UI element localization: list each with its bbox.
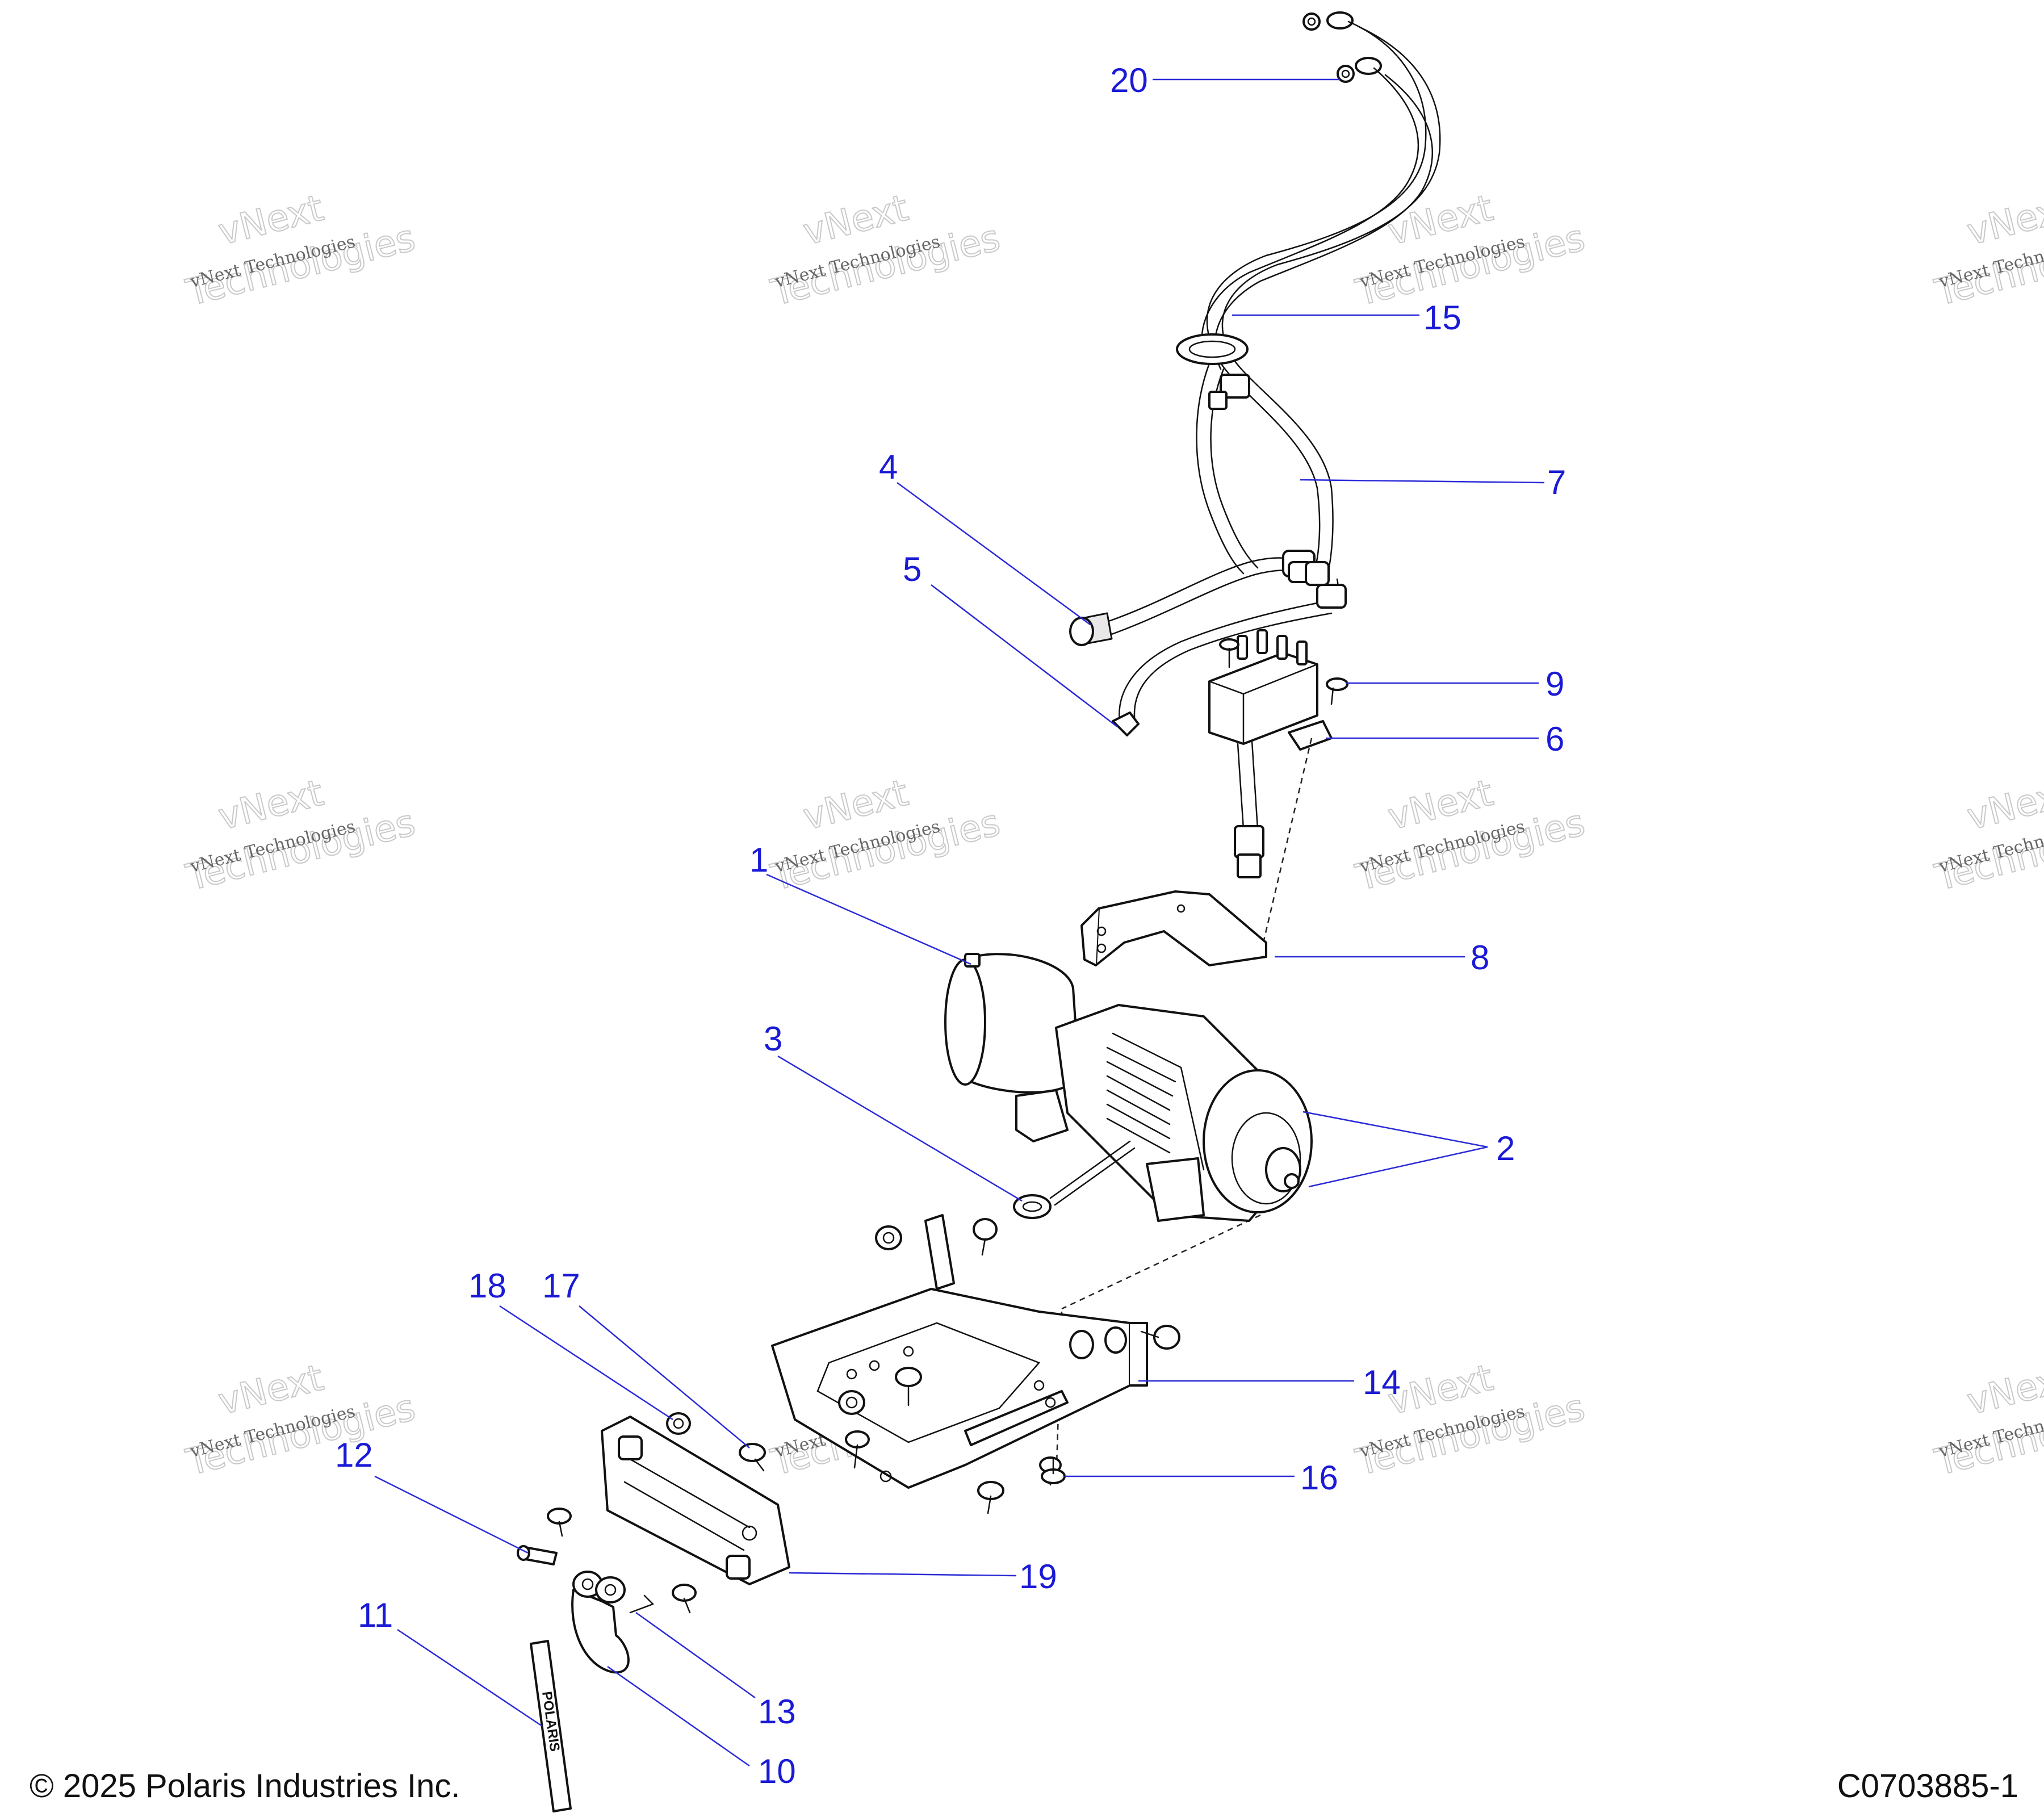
part-18-nut [666,1412,691,1435]
part-1-winch [944,953,1313,1222]
part-5-cable [1112,561,1347,736]
callout-12: 12 [335,1436,373,1474]
part-7-cable-harness [1196,20,1441,580]
watermark: vNext Technologies vNext Technologies [1351,772,1590,900]
callout-1: 1 [749,841,768,879]
svg-text:vNext: vNext [1963,1357,2044,1424]
part-11-polaris-plate: POLARIS [530,1640,572,1812]
callout-2: 2 [1496,1129,1515,1167]
leader-7 [1300,479,1545,484]
callout-20: 20 [1110,61,1148,99]
callout-4: 4 [879,448,898,486]
leader-5 [931,584,1118,727]
callout-11: 11 [358,1596,393,1634]
part-20-terminal-nuts [1302,11,1382,83]
leader-17 [579,1305,750,1448]
leader-13 [635,1611,756,1699]
svg-text:vNext: vNext [1963,187,2044,254]
svg-text:vNext: vNext [1963,772,2044,839]
callout-10: 10 [758,1752,796,1790]
part-9-screw [1219,638,1348,705]
copyright-text: © 2025 Polaris Industries Inc. [30,1768,460,1805]
callout-5: 5 [903,550,922,588]
leader-19 [789,1572,1017,1577]
callout-13: 13 [758,1693,796,1731]
leader-lines [374,78,1545,1767]
callout-3: 3 [764,1020,782,1058]
watermark: vNext Technologies vNext Technologies [1930,772,2044,900]
leader-3 [777,1055,1023,1202]
part-10-hook [571,1571,630,1674]
callout-19: 19 [1019,1558,1057,1596]
leader-2b [1308,1146,1488,1188]
callout-numbers: 20 15 7 4 5 9 6 8 1 2 3 14 16 18 17 19 1… [335,61,1566,1790]
watermark: vNext Technologies vNext Technologies [1351,1357,1590,1485]
part-8-mount-bracket [1080,890,1267,966]
callout-15: 15 [1423,299,1461,337]
leader-10 [607,1665,750,1767]
part-15-cable-clip [1176,333,1250,410]
watermark: vNext Technologies vNext Technologies [1930,1357,2044,1485]
part-3-rope [1013,1140,1136,1219]
leader-11 [397,1628,543,1727]
part-6-contactor [1208,629,1333,878]
part-12-pin [517,1508,572,1565]
callout-16: 16 [1300,1459,1338,1497]
watermark: vNext Technologies vNext Technologies [1930,187,2044,315]
callout-18: 18 [468,1267,506,1305]
part-17-bolt [739,1443,766,1472]
leader-12 [374,1475,529,1554]
watermark: vNext Technologies vNext Technologies [182,187,420,315]
callout-8: 8 [1471,939,1489,977]
watermark: vNext Technologies vNext Technologies [182,1357,420,1485]
watermarks: vNext Technologies vNext Technologies vN… [182,187,2044,1485]
fasteners [838,1218,1180,1514]
watermark: vNext Technologies vNext Technologies [767,772,1005,900]
callout-14: 14 [1363,1363,1401,1401]
leader-2a [1302,1111,1488,1148]
watermark: vNext Technologies vNext Technologies [767,187,1005,315]
callout-17: 17 [542,1267,580,1305]
leader-1 [766,873,971,965]
watermark: vNext Technologies vNext Technologies [1351,187,1590,315]
part-19-fairlead [601,1416,790,1585]
part-4-cable [1069,550,1316,646]
watermark: vNext Technologies vNext Technologies [182,772,420,900]
leader-18 [499,1305,673,1421]
part-13-clip [629,1584,697,1614]
callout-6: 6 [1545,720,1564,758]
callout-7: 7 [1547,463,1566,501]
drawing-number: C0703885-1 [1837,1768,2018,1805]
callout-9: 9 [1545,665,1564,703]
leader-4 [897,482,1091,626]
